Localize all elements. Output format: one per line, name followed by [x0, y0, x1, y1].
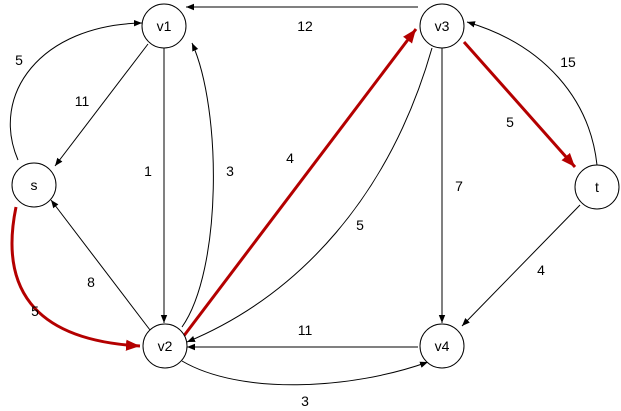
edge-label-v1-v2: 1 [144, 163, 152, 179]
edge-v2-v1 [181, 42, 214, 328]
edge-label-v2-v1: 3 [226, 163, 234, 179]
edge-v2-v3 [181, 28, 418, 338]
nodes: v1 v3 s t v2 v4 [11, 3, 620, 369]
node-label: s [31, 177, 38, 193]
node-v3: v3 [419, 3, 465, 49]
edge-s-v1 [9, 19, 143, 161]
edges: 5 11 1 3 12 5 4 5 15 7 4 11 [9, 3, 598, 409]
edge-label-s-v2: 5 [31, 303, 39, 319]
node-label: v2 [158, 338, 173, 354]
node-v1: v1 [141, 3, 187, 49]
edge-label-t-v4: 4 [537, 262, 545, 278]
edge-t-v3 [466, 21, 598, 166]
edge-v2-s [50, 199, 151, 331]
edge-v3-t [462, 41, 577, 168]
edge-v2-v4 [181, 360, 429, 386]
edge-label-v2-v3: 4 [286, 150, 294, 166]
edge-v1-s [54, 43, 149, 167]
node-label: t [595, 179, 599, 195]
node-v2: v2 [142, 323, 188, 369]
edge-label-v2-s: 8 [87, 274, 95, 290]
edge-t-v4 [461, 204, 581, 327]
edge-label-v4-v2: 11 [298, 322, 313, 338]
node-label: v4 [435, 338, 450, 354]
node-s: s [11, 162, 57, 208]
edge-label-s-v1: 5 [15, 52, 23, 68]
edge-label-v3-v2: 5 [356, 217, 364, 233]
node-label: v1 [157, 18, 172, 34]
edge-s-v2 [10, 206, 141, 351]
edge-label-v3-v1: 12 [297, 18, 313, 34]
node-label: v3 [435, 18, 450, 34]
edge-label-v3-v4: 7 [455, 178, 463, 194]
edge-label-t-v3: 15 [560, 54, 576, 70]
edge-v3-v2 [186, 47, 433, 343]
edge-label-v1-s: 11 [75, 93, 90, 109]
node-v4: v4 [419, 323, 465, 369]
edge-label-v3-t: 5 [506, 114, 514, 130]
edge-label-v2-v4: 3 [301, 393, 309, 409]
node-t: t [574, 164, 620, 210]
